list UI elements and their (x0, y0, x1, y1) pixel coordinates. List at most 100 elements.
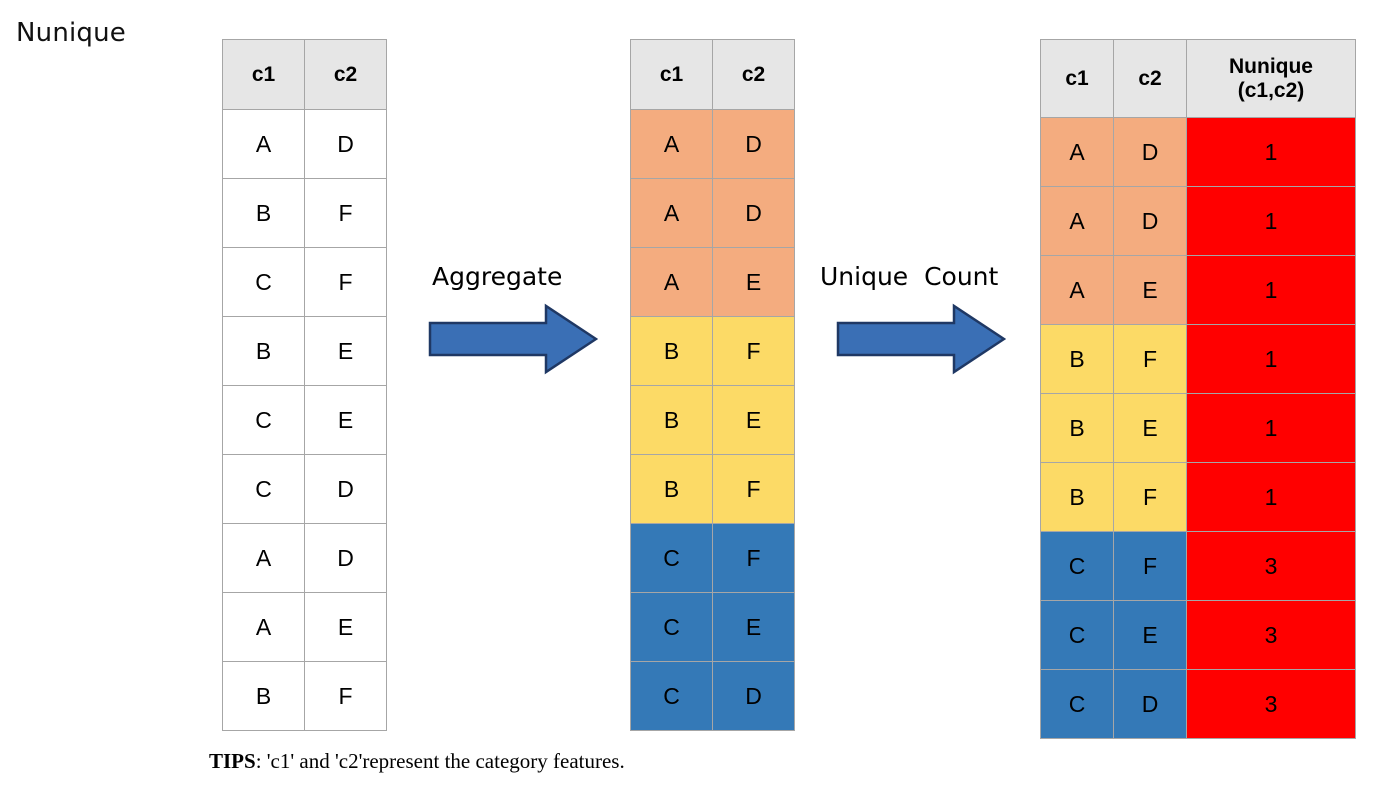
cell-c2: D (1113, 669, 1187, 739)
table-header-row: c1 c2 Nunique (c1,c2) (1040, 39, 1356, 118)
table-row: A D (222, 523, 387, 593)
tips-caption-text: : 'c1' and 'c2'represent the category fe… (255, 749, 625, 773)
cell-c1: A (222, 109, 305, 179)
cell-c2: E (1113, 393, 1187, 463)
cell-c2: E (304, 592, 387, 662)
cell-c1: C (222, 385, 305, 455)
cell-nunique: 3 (1186, 600, 1356, 670)
cell-c1: A (1040, 117, 1114, 187)
table-row: A D (630, 178, 795, 248)
cell-c2: D (304, 454, 387, 524)
column-header-c1: c1 (630, 39, 713, 110)
cell-c1: B (1040, 462, 1114, 532)
cell-c2: E (712, 592, 795, 662)
cell-c2: D (712, 178, 795, 248)
unique-count-arrow-group: Unique Count (820, 264, 1006, 375)
table-row: A D (630, 109, 795, 179)
cell-c1: B (222, 316, 305, 386)
cell-c2: E (304, 385, 387, 455)
aggregate-arrow-group: Aggregate (428, 264, 598, 375)
table-row: C E (222, 385, 387, 455)
unique-count-label: Unique Count (820, 262, 999, 291)
cell-c2: F (304, 661, 387, 731)
cell-c1: C (630, 523, 713, 593)
cell-c1: B (1040, 393, 1114, 463)
page-title: Nunique (16, 18, 127, 48)
table-row: C F 3 (1040, 531, 1356, 601)
table-row: A D (222, 109, 387, 179)
cell-c1: A (630, 178, 713, 248)
cell-nunique: 1 (1186, 393, 1356, 463)
cell-c1: B (1040, 324, 1114, 394)
column-header-c2: c2 (712, 39, 795, 110)
cell-nunique: 1 (1186, 117, 1356, 187)
cell-c1: B (630, 316, 713, 386)
tips-caption-strong: TIPS (209, 749, 256, 773)
table-row: A E 1 (1040, 255, 1356, 325)
table-row: A E (630, 247, 795, 317)
result-table: c1 c2 Nunique (c1,c2) A D 1 A D 1 A E 1 … (1040, 39, 1356, 739)
cell-c2: F (304, 178, 387, 248)
cell-c2: E (1113, 600, 1187, 670)
column-header-c2: c2 (1113, 39, 1187, 118)
cell-c2: F (712, 523, 795, 593)
table-row: B F (222, 661, 387, 731)
cell-c2: F (1113, 462, 1187, 532)
cell-nunique: 1 (1186, 186, 1356, 256)
cell-c1: A (222, 523, 305, 593)
cell-c1: B (222, 178, 305, 248)
cell-c2: F (712, 454, 795, 524)
table-row: B E (630, 385, 795, 455)
right-arrow-icon (428, 303, 598, 375)
cell-c2: E (712, 247, 795, 317)
cell-c1: C (1040, 669, 1114, 739)
cell-c1: C (630, 592, 713, 662)
column-header-c1: c1 (222, 39, 305, 110)
cell-c1: B (630, 385, 713, 455)
table-row: C F (222, 247, 387, 317)
table-row: C E 3 (1040, 600, 1356, 670)
cell-c2: D (304, 109, 387, 179)
table-header-row: c1 c2 (630, 39, 795, 110)
cell-c1: A (1040, 186, 1114, 256)
cell-nunique: 3 (1186, 531, 1356, 601)
table-row: C D (222, 454, 387, 524)
column-header-c2: c2 (304, 39, 387, 110)
table-row: B F 1 (1040, 462, 1356, 532)
column-header-nunique-line2: (c1,c2) (1237, 78, 1305, 102)
table-row: B F (222, 178, 387, 248)
cell-c2: F (712, 316, 795, 386)
table-row: C D (630, 661, 795, 731)
cell-nunique: 1 (1186, 255, 1356, 325)
table-row: A D 1 (1040, 117, 1356, 187)
column-header-c1: c1 (1040, 39, 1114, 118)
cell-c2: F (304, 247, 387, 317)
right-arrow-icon (836, 303, 1006, 375)
cell-c1: C (630, 661, 713, 731)
table-header-row: c1 c2 (222, 39, 387, 110)
table-row: B F (630, 454, 795, 524)
cell-c2: D (1113, 186, 1187, 256)
table-row: B F 1 (1040, 324, 1356, 394)
cell-c2: D (304, 523, 387, 593)
table-row: A E (222, 592, 387, 662)
table-row: C D 3 (1040, 669, 1356, 739)
cell-c1: A (222, 592, 305, 662)
table-row: C F (630, 523, 795, 593)
tips-caption: TIPS: 'c1' and 'c2'represent the categor… (209, 749, 625, 774)
cell-c2: E (304, 316, 387, 386)
cell-c2: D (712, 661, 795, 731)
cell-c1: C (1040, 531, 1114, 601)
cell-c1: A (630, 247, 713, 317)
table-row: C E (630, 592, 795, 662)
aggregate-label: Aggregate (432, 262, 563, 291)
column-header-nunique: Nunique (c1,c2) (1186, 39, 1356, 118)
table-row: B F (630, 316, 795, 386)
cell-c2: E (712, 385, 795, 455)
cell-c2: D (712, 109, 795, 179)
cell-nunique: 1 (1186, 324, 1356, 394)
cell-c2: F (1113, 324, 1187, 394)
cell-c2: D (1113, 117, 1187, 187)
cell-c1: B (222, 661, 305, 731)
cell-c1: A (1040, 255, 1114, 325)
